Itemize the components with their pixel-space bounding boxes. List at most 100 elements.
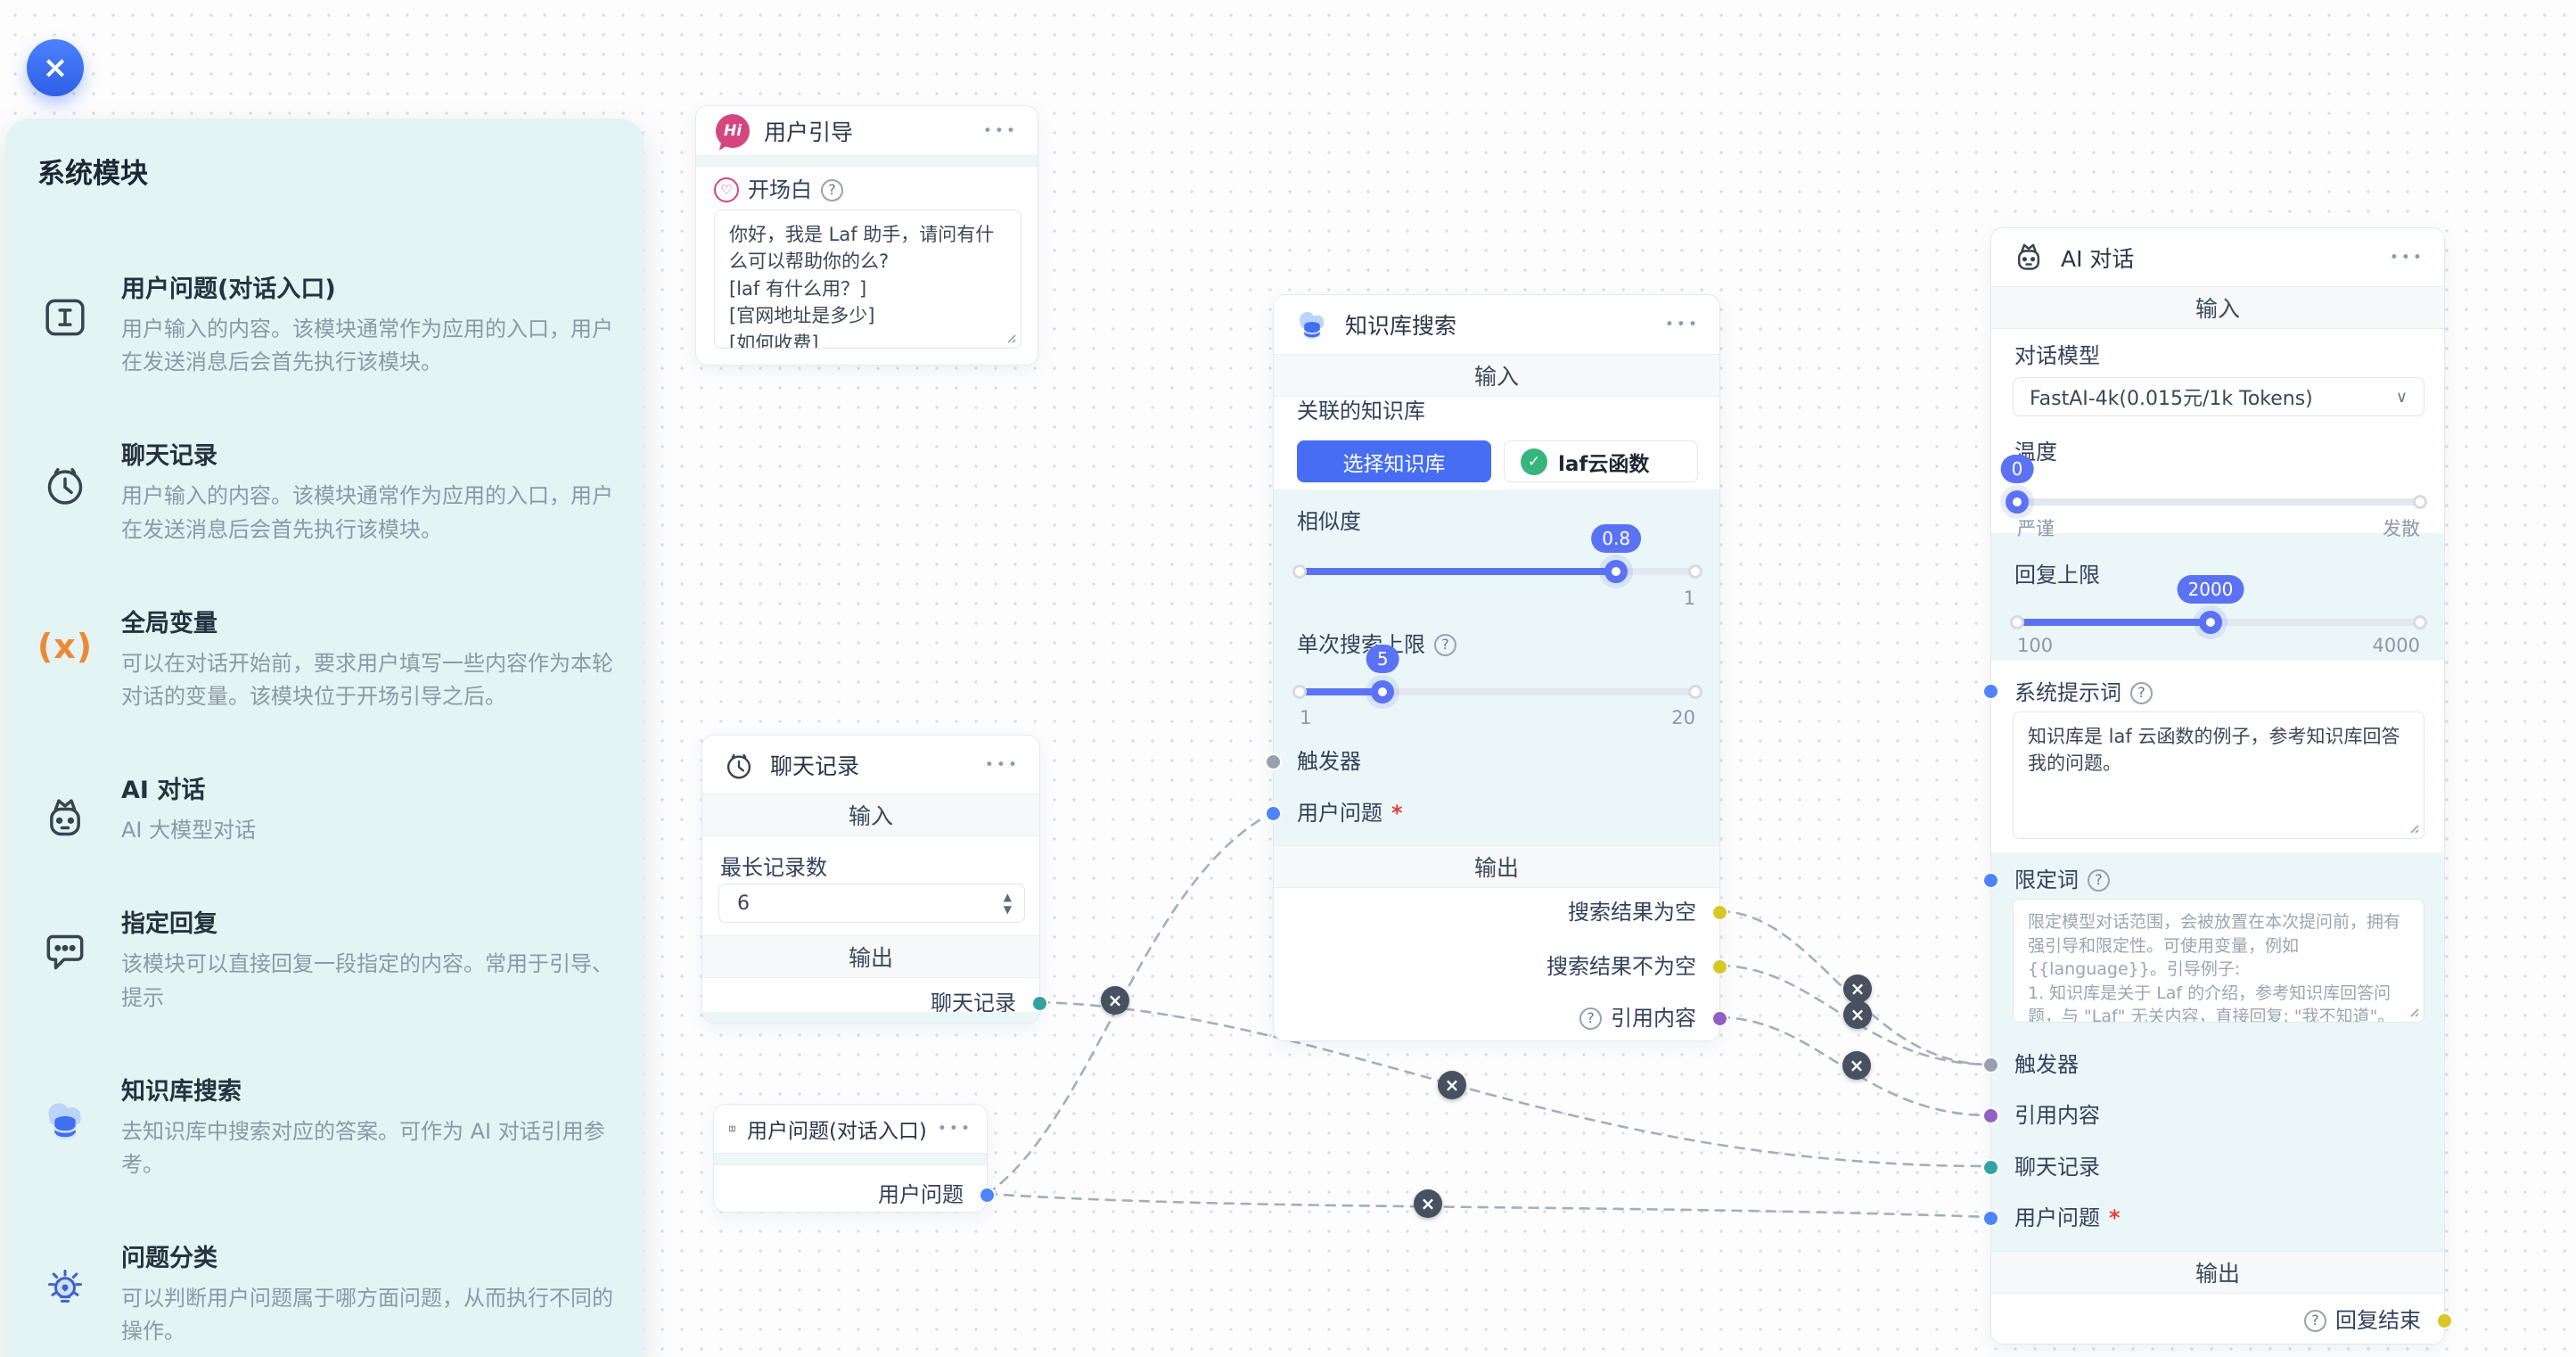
welcome-label: 开场白: [748, 177, 812, 202]
reply-limit-slider-thumb[interactable]: 2000: [2177, 575, 2244, 634]
qualifier-label: 限定词: [2014, 868, 2079, 892]
max-records-input[interactable]: ▲ ▼: [718, 884, 1025, 923]
sidebar-item-desc: 该模块可以直接回复一段指定的内容。常用于引导、提示: [121, 951, 613, 1010]
sidebar-item-title: 用户问题(对话入口): [121, 276, 336, 303]
search-limit-slider-thumb[interactable]: 5: [1366, 645, 1399, 703]
input-band: 输入: [1274, 354, 1719, 397]
delete-edge-button[interactable]: ×: [1414, 1189, 1442, 1218]
kb-tag-button[interactable]: ✓ laf云函数: [1504, 440, 1698, 482]
port-qualifier-in[interactable]: [1984, 874, 1998, 887]
input-row-quote: 引用内容: [2014, 1103, 2100, 1128]
output-row-chat-history: 聊天记录: [931, 991, 1016, 1016]
module-sidebar: 系统模块 用户问题(对话入口) 用户输入的内容。该模块通常作为应用的入口，用户在…: [5, 119, 644, 1357]
delete-edge-button[interactable]: ×: [1101, 986, 1129, 1015]
node-menu-button[interactable]: •••: [2389, 248, 2424, 267]
step-down-icon: ▼: [1003, 903, 1012, 916]
output-row-user-question: 用户问题: [878, 1182, 964, 1207]
help-icon: ?: [2088, 868, 2110, 892]
node-ai-chat[interactable]: AI 对话 ••• 输入 对话模型 FastAI-4k(0.015元/1k To…: [1984, 227, 2451, 1345]
search-limit-value-badge: 5: [1366, 645, 1399, 673]
close-panel-button[interactable]: ×: [27, 39, 84, 96]
node-title: 用户引导: [764, 119, 854, 145]
sidebar-item-title: 聊天记录: [121, 442, 217, 471]
output-row-quote: ? 引用内容: [1274, 1006, 1719, 1031]
port-user-question-in[interactable]: [1267, 807, 1280, 820]
node-chat-history[interactable]: 聊天记录 ••• 输入 最长记录数 ▲ ▼ 输出 聊天记录: [701, 735, 1046, 1024]
search-limit-label: 单次搜索上限: [1297, 632, 1425, 657]
max-records-label: 最长记录数: [720, 855, 827, 880]
sidebar-item-global-variables[interactable]: (x) 全局变量 可以在对话开始前，要求用户填写一些内容作为本轮对话的变量。该模…: [36, 604, 613, 713]
stopwatch-icon: [36, 436, 94, 546]
delete-edge-button[interactable]: ×: [1438, 1071, 1466, 1099]
similarity-slider-thumb[interactable]: 0.8: [1591, 524, 1642, 583]
sidebar-item-title: 知识库搜索: [121, 1077, 242, 1106]
system-prompt-input[interactable]: 知识库是 laf 云函数的例子，参考知识库回答我的问题。: [2013, 711, 2424, 839]
temperature-slider-thumb[interactable]: 0: [2000, 455, 2034, 514]
port-history-in[interactable]: [1984, 1161, 1998, 1174]
node-menu-button[interactable]: •••: [982, 121, 1018, 140]
help-icon: ?: [1579, 1007, 1602, 1030]
input-band: 输入: [1991, 286, 2444, 329]
port-search-not-empty-out[interactable]: [1713, 960, 1727, 974]
port-search-empty-out[interactable]: [1713, 906, 1727, 919]
edge-chathistory-to-aichat: [1038, 1000, 1992, 1168]
sidebar-item-desc: 用户输入的内容。该模块通常作为应用的入口，用户在发送消息后会首先执行该模块。: [121, 483, 613, 542]
reply-limit-slider[interactable]: 2000: [2010, 575, 2427, 634]
number-stepper[interactable]: ▲ ▼: [1004, 892, 1024, 915]
help-icon: ?: [1434, 633, 1456, 656]
sidebar-item-user-question[interactable]: 用户问题(对话入口) 用户输入的内容。该模块通常作为应用的入口，用户在发送消息后…: [36, 269, 613, 379]
similarity-max: 1: [1683, 588, 1695, 609]
output-row-search-empty: 搜索结果为空: [1568, 900, 1696, 925]
delete-edge-button[interactable]: ×: [1842, 1051, 1871, 1080]
sidebar-item-desc: AI 大模型对话: [121, 818, 257, 843]
port-user-question-out[interactable]: [980, 1188, 994, 1202]
port-system-prompt-in[interactable]: [1984, 685, 1998, 698]
max-records-field[interactable]: [719, 892, 1004, 915]
node-menu-button[interactable]: •••: [1664, 316, 1700, 333]
text-cursor-icon: [36, 269, 94, 379]
select-kb-button[interactable]: 选择知识库: [1297, 440, 1491, 482]
node-title: 聊天记录: [770, 753, 860, 779]
qualifier-input[interactable]: [2013, 899, 2424, 1023]
node-menu-button[interactable]: •••: [937, 1120, 972, 1138]
sidebar-item-ai-chat[interactable]: AI 对话 AI 大模型对话: [36, 770, 613, 847]
delete-edge-button[interactable]: ×: [1843, 1000, 1872, 1029]
sidebar-item-specified-reply[interactable]: 指定回复 该模块可以直接回复一段指定的内容。常用于引导、提示: [36, 904, 613, 1014]
input-row-trigger: 触发器: [1297, 749, 1361, 774]
sidebar-item-chat-history[interactable]: 聊天记录 用户输入的内容。该模块通常作为应用的入口，用户在发送消息后会首先执行该…: [36, 436, 613, 546]
temperature-slider[interactable]: 0: [2000, 455, 2427, 514]
kb-search-icon: [1300, 312, 1325, 340]
port-trigger-in[interactable]: [1267, 755, 1280, 769]
sidebar-item-question-classify[interactable]: 问题分类 可以判断用户问题属于哪方面问题，从而执行不同的操作。: [36, 1238, 613, 1348]
sidebar-item-title: 全局变量: [121, 609, 217, 637]
node-kb-search[interactable]: 知识库搜索 ••• 输入 关联的知识库 选择知识库 ✓ laf云函数 相似度 0…: [1267, 294, 1727, 1041]
text-cursor-icon: [728, 1125, 735, 1132]
port-question-in[interactable]: [1984, 1212, 1998, 1225]
node-user-guide[interactable]: Hi 用户引导 ••• ♡ 开场白 ? 你好，我是 Laf 助手，请问有什么可以…: [695, 105, 1038, 366]
output-row-answer-end: ? 回复结束: [1991, 1308, 2444, 1333]
sidebar-item-kb-search[interactable]: 知识库搜索 去知识库中搜索对应的答案。可作为 AI 对话引用参考。: [36, 1072, 613, 1181]
port-chat-history-out[interactable]: [1033, 997, 1046, 1010]
port-quote-in[interactable]: [1984, 1109, 1998, 1123]
output-row-search-not-empty: 搜索结果不为空: [1546, 954, 1696, 979]
port-answer-end-out[interactable]: [2438, 1314, 2451, 1328]
port-quote-out[interactable]: [1713, 1012, 1727, 1025]
node-menu-button[interactable]: •••: [984, 755, 1020, 774]
hi-bubble-icon: Hi: [716, 113, 750, 148]
help-icon: ?: [2304, 1309, 2326, 1332]
similarity-slider[interactable]: 0.8: [1292, 524, 1702, 583]
temperature-max-label: 发散: [2383, 518, 2420, 539]
node-user-question[interactable]: 用户问题(对话入口) ••• 用户问题: [713, 1104, 994, 1213]
search-limit-slider[interactable]: 5: [1292, 645, 1702, 703]
input-row-history: 聊天记录: [2014, 1155, 2100, 1180]
model-select[interactable]: FastAI-4k(0.015元/1k Tokens) ∨: [2013, 377, 2424, 416]
search-limit-max: 20: [1671, 707, 1695, 728]
delete-edge-button[interactable]: ×: [1843, 975, 1872, 1003]
node-title: AI 对话: [2061, 245, 2135, 272]
kb-tag-label: laf云函数: [1558, 452, 1650, 476]
search-limit-min: 1: [1300, 707, 1312, 728]
reply-limit-value-badge: 2000: [2177, 575, 2244, 604]
port-trigger-in[interactable]: [1984, 1058, 1998, 1072]
welcome-text-input[interactable]: 你好，我是 Laf 助手，请问有什么可以帮助你的么? [laf 有什么用？] […: [714, 210, 1021, 349]
reply-limit-max: 4000: [2372, 635, 2420, 656]
